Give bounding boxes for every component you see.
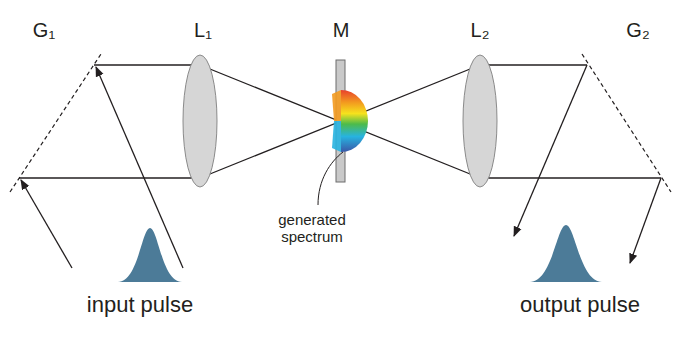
pulse-label: input pulse <box>87 293 193 317</box>
beam <box>96 67 183 268</box>
output-pulse <box>530 225 602 282</box>
grating-label: G₁ <box>33 19 55 41</box>
lens <box>183 55 217 187</box>
spectrum-label: generated spectrum <box>267 212 357 245</box>
beam <box>630 178 661 263</box>
mask-label: M <box>333 19 350 41</box>
grating-label: G₂ <box>626 19 649 41</box>
input-pulse <box>118 228 182 282</box>
beam <box>514 65 587 236</box>
lens <box>463 55 497 187</box>
grating <box>10 54 101 192</box>
beam <box>94 64 200 65</box>
pulse-label: output pulse <box>520 293 640 317</box>
lens-label: L₂ <box>471 19 490 41</box>
beam <box>19 177 200 178</box>
beam <box>480 177 661 178</box>
spectrum <box>332 90 341 121</box>
grating <box>582 54 671 192</box>
beam <box>480 64 587 65</box>
leader-line <box>318 152 343 205</box>
spectrum <box>332 121 341 152</box>
lens-label: L₁ <box>194 19 212 41</box>
spectrum <box>341 90 368 152</box>
beam <box>21 180 72 268</box>
